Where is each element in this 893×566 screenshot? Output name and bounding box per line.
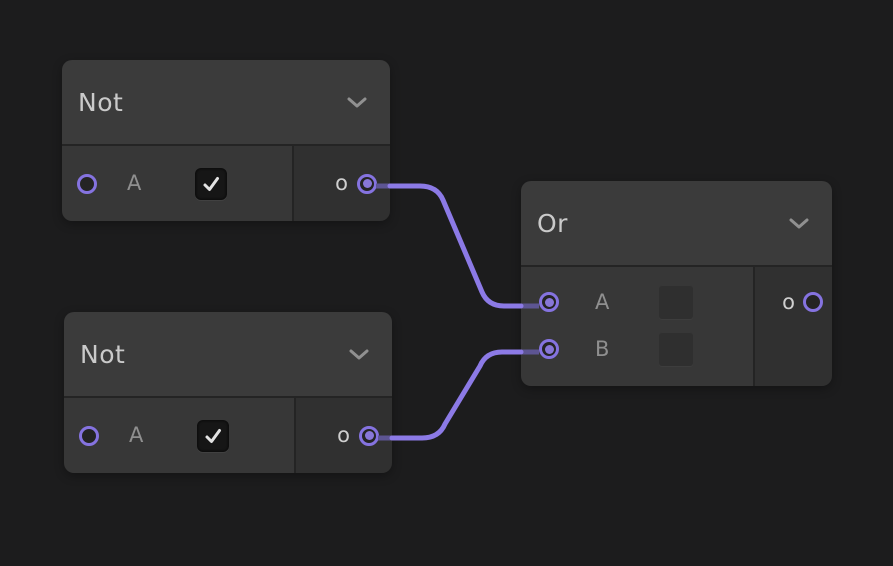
output-port-o[interactable] — [803, 292, 823, 312]
section-divider — [294, 398, 296, 473]
checkbox-input-a[interactable] — [659, 285, 693, 319]
output-port-o[interactable] — [357, 173, 377, 194]
section-divider — [753, 267, 755, 386]
section-divider — [292, 146, 294, 221]
inputs-section: A — [62, 146, 292, 221]
input-label: A — [129, 423, 144, 447]
node-or-1[interactable]: Or A B o — [521, 181, 832, 386]
input-port-a[interactable] — [539, 292, 559, 312]
chevron-down-icon[interactable] — [348, 348, 370, 361]
input-port-a[interactable] — [79, 425, 99, 446]
output-port-o[interactable] — [359, 425, 379, 446]
outputs-section: o — [755, 267, 832, 386]
outputs-section: o — [294, 146, 390, 221]
chevron-down-icon[interactable] — [346, 96, 368, 109]
inputs-section: A — [64, 398, 294, 473]
input-row-a: A — [539, 285, 753, 319]
node-body: A o — [64, 398, 392, 473]
output-label: o — [335, 171, 348, 195]
inputs-section: A B — [521, 267, 753, 386]
outputs-section: o — [296, 398, 392, 473]
connection-not2-to-or-b[interactable] — [389, 349, 524, 441]
node-header[interactable]: Or — [521, 181, 832, 267]
checkmark-icon — [203, 176, 220, 191]
checkbox-input-a[interactable] — [197, 419, 230, 452]
input-label: A — [127, 171, 142, 195]
node-body: A B o — [521, 267, 832, 386]
node-body: A o — [62, 146, 390, 221]
output-label: o — [782, 290, 795, 314]
input-port-a[interactable] — [77, 173, 97, 194]
node-header[interactable]: Not — [64, 312, 392, 398]
node-not-1[interactable]: Not A o — [62, 60, 390, 221]
node-title: Not — [78, 87, 124, 117]
node-title: Not — [80, 339, 126, 369]
output-label: o — [337, 423, 350, 447]
checkmark-icon — [205, 428, 222, 443]
chevron-down-icon[interactable] — [788, 217, 810, 230]
connection-not1-to-or-a[interactable] — [387, 183, 524, 309]
input-row-b: B — [539, 332, 753, 366]
checkbox-input-a[interactable] — [195, 167, 228, 200]
input-port-b[interactable] — [539, 339, 559, 359]
node-title: Or — [537, 208, 568, 238]
node-header[interactable]: Not — [62, 60, 390, 146]
input-label: A — [595, 289, 610, 314]
input-label: B — [595, 336, 610, 361]
node-not-2[interactable]: Not A o — [64, 312, 392, 473]
checkbox-input-b[interactable] — [659, 332, 693, 366]
